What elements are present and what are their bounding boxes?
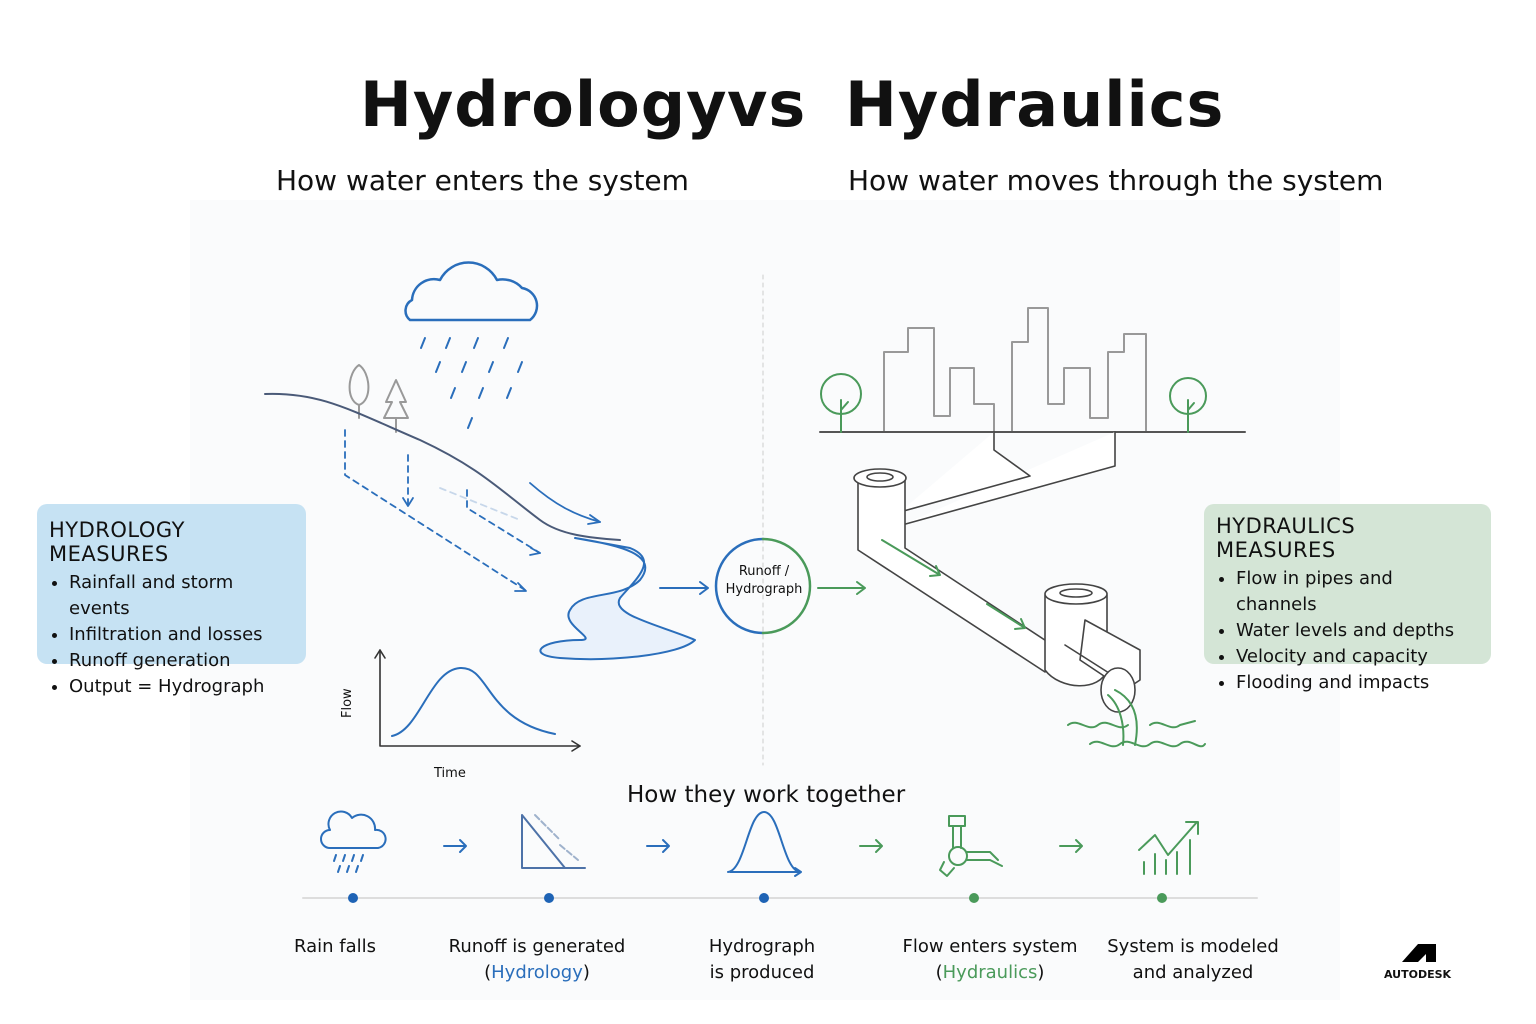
pipe-network <box>853 431 1141 713</box>
node-ring-green <box>761 537 812 635</box>
list-item: Runoff generation <box>69 648 294 674</box>
hydraulics-box-heading: HYDRAULICS MEASURES <box>1216 514 1356 562</box>
step-hydrograph-icon <box>727 811 802 877</box>
background-panel <box>190 200 1340 1000</box>
center-node-label-1: Runoff / <box>738 564 790 579</box>
step-sublabel: is produced <box>709 962 815 983</box>
infiltration-arrows <box>344 429 601 592</box>
hydrology-highlight: Hydrology <box>491 962 583 983</box>
step-sublabel: (Hydrology) <box>427 960 647 986</box>
workflow-step-rain: Rain falls <box>225 934 445 960</box>
mini-chart-ylabel: Flow <box>340 688 355 718</box>
cloud-icon <box>404 261 539 322</box>
hydraulics-measures-box: HYDRAULICS MEASURES Flow in pipes and ch… <box>1204 504 1491 693</box>
paren: ) <box>582 962 590 983</box>
tree-icon <box>820 373 1207 433</box>
list-item: Velocity and capacity <box>1236 644 1479 670</box>
step-analysis-icon <box>1138 821 1199 875</box>
step-sublabel: (Hydraulics) <box>880 960 1100 986</box>
workflow-step-model: System is modeled and analyzed <box>1083 934 1303 986</box>
rain-icon <box>420 337 523 429</box>
center-node: Runoff / Hydrograph <box>718 543 810 599</box>
title-hydrology: Hydrology <box>360 68 728 141</box>
list-item: Flow in pipes and channels <box>1236 566 1479 618</box>
tree-icon <box>348 364 370 419</box>
arrow-right-icon <box>659 581 709 595</box>
step-sublabel: and analyzed <box>1132 962 1254 983</box>
step-label: Flow enters system <box>902 936 1078 957</box>
hydrograph-curve <box>391 666 556 737</box>
mini-chart-axes <box>374 649 581 752</box>
autodesk-wordmark: AUTODESK <box>1384 968 1452 981</box>
workflow-heading: How they work together <box>627 782 906 808</box>
mini-chart-xlabel: Time <box>434 766 466 781</box>
list-item: Flooding and impacts <box>1236 670 1479 696</box>
paren: ( <box>484 962 492 983</box>
list-item: Rainfall and storm events <box>69 570 294 622</box>
subtitle-hydraulics: How water moves through the system <box>848 164 1384 197</box>
list-item: Infiltration and losses <box>69 622 294 648</box>
river <box>539 537 696 661</box>
hydraulics-highlight: Hydraulics <box>942 962 1038 983</box>
terrain-slope <box>264 392 621 541</box>
step-label: Hydrograph <box>708 936 816 957</box>
step-pipe-icon <box>939 815 1003 877</box>
step-label: Runoff is generated <box>448 936 626 957</box>
workflow-arrows <box>443 839 1083 853</box>
paren: ) <box>1037 962 1045 983</box>
step-runoff-icon <box>521 814 586 869</box>
subtitle-hydrology: How water enters the system <box>276 164 689 197</box>
city-skyline <box>883 307 1147 433</box>
arrow-right-icon <box>817 581 866 595</box>
timeline-dots <box>348 893 1167 903</box>
workflow-step-flow: Flow enters system (Hydraulics) <box>880 934 1100 986</box>
workflow-step-runoff: Runoff is generated (Hydrology) <box>427 934 647 986</box>
title-vs: vs <box>727 68 807 141</box>
hydrology-box-heading: HYDROLOGY MEASURES <box>49 518 185 566</box>
step-label: System is modeled <box>1107 936 1279 957</box>
center-node-label-2: Hydrograph <box>725 582 803 597</box>
paren: ( <box>935 962 943 983</box>
step-rain-icon <box>320 810 387 873</box>
title-hydraulics: Hydraulics <box>845 68 1225 141</box>
hydrology-measures-box: HYDROLOGY MEASURES Rainfall and storm ev… <box>37 504 306 697</box>
pine-tree-icon <box>383 379 409 433</box>
node-ring-blue <box>714 537 765 635</box>
workflow-step-hydrograph: Hydrograph is produced <box>652 934 872 986</box>
autodesk-logo-icon <box>1402 944 1436 962</box>
flow-arrows <box>881 539 1206 748</box>
list-item: Output = Hydrograph <box>69 674 294 700</box>
step-label: Rain falls <box>293 936 377 957</box>
list-item: Water levels and depths <box>1236 618 1479 644</box>
